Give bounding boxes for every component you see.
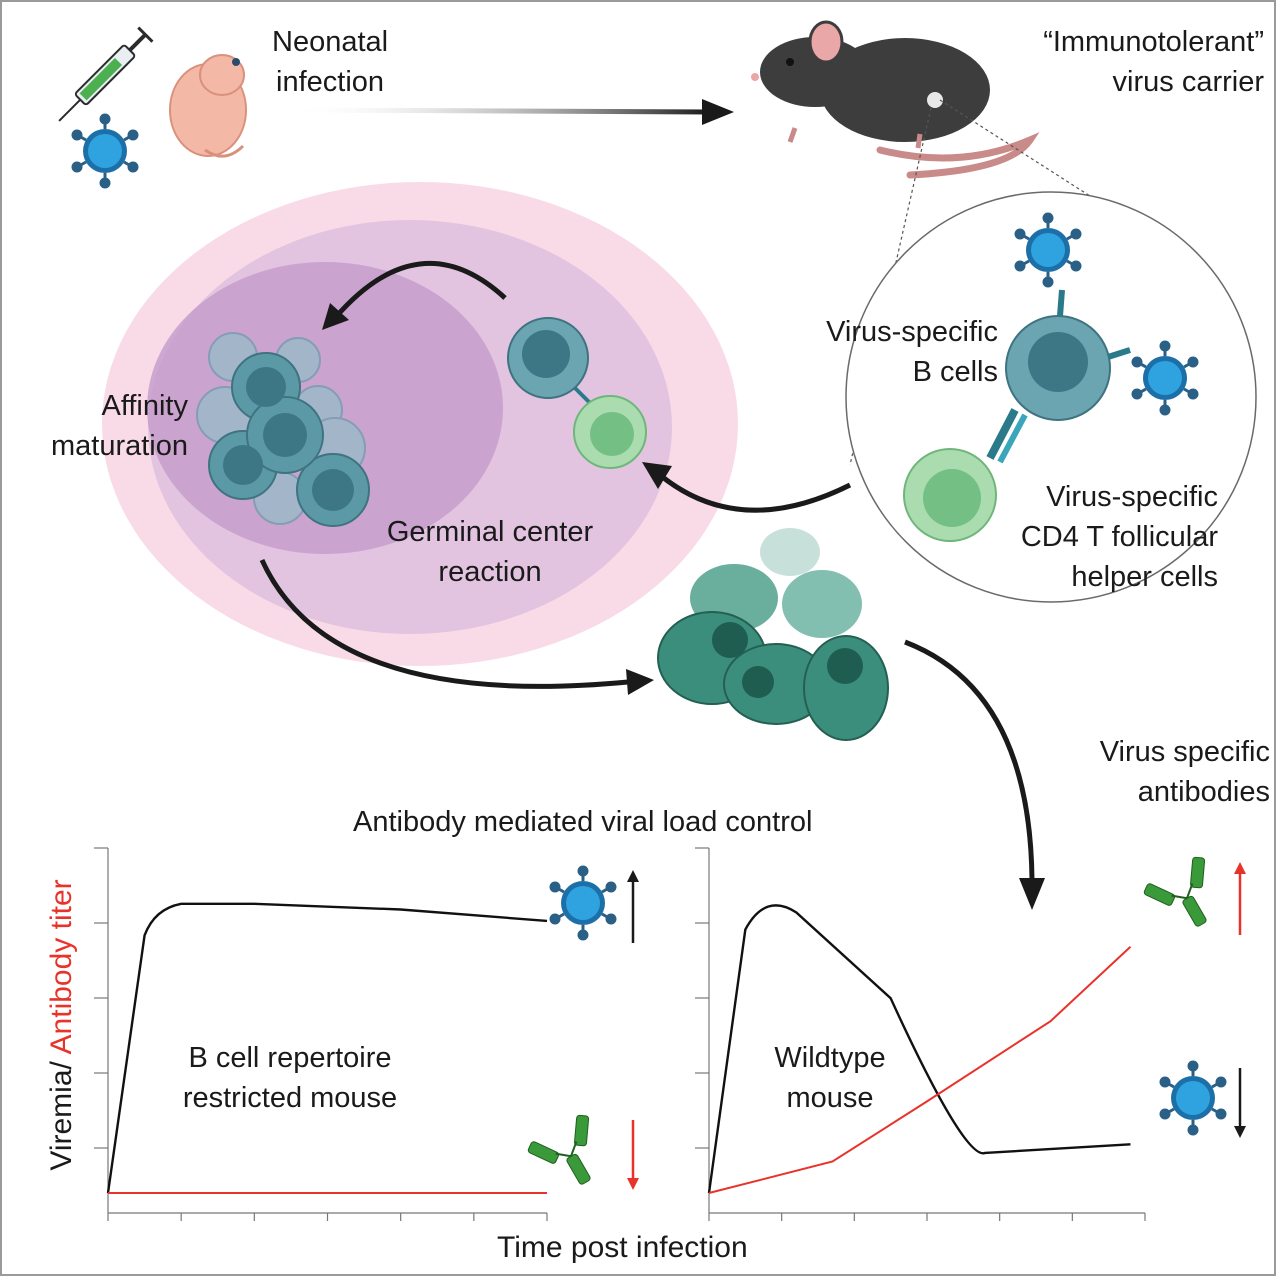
x-axis-label: Time post infection [497,1231,748,1264]
virus-specific-b-cells-label: Virus-specific B cells [826,316,998,388]
zoom-circle [845,191,1257,603]
right-panel-label: Wildtype mouse [774,1042,886,1114]
virus-icon [549,865,617,941]
b-cell-cluster [196,332,370,527]
newborn-mouse-icon [169,54,247,158]
left-panel-label: B cell repertoire restricted mouse [182,1042,398,1114]
viremia-line [707,904,1131,1194]
tfh-to-gc-arrow [642,462,852,513]
tfh-cells-label: Virus-specific CD4 T follicular helper c… [1020,481,1218,593]
antibody-icon [522,1109,618,1202]
virus-icon [1159,1060,1227,1136]
plasma-cell-cluster [657,528,889,741]
affinity-maturation-label: Affinity maturation [50,390,188,462]
gc-to-plasma-arrow [259,558,654,695]
mouse-icon [751,20,1040,179]
neonatal-infection-label: Neonatal infection [272,26,389,98]
chart-wildtype-mouse [695,847,1146,1221]
chart-restricted-mouse [94,847,548,1221]
y-axis-label: Viremia/ Antibody titer [45,879,78,1171]
b-t-cell-pair [507,317,647,469]
immunotolerant-carrier-label: “Immunotolerant” virus carrier [1043,26,1264,98]
viral-load-control-title: Antibody mediated viral load control [353,806,813,838]
plasma-to-antibody-arrow [904,639,1045,910]
infection-arrow [289,99,734,125]
zoom-line-left [849,107,932,466]
antibody-icon [1138,851,1234,944]
germinal-center-label: Germinal center reaction [386,516,594,588]
syringe-icon [58,26,154,122]
virus-specific-antibodies-label: Virus specific antibodies [1099,736,1270,808]
antibody-titer-line [708,945,1132,1194]
viremia-line [106,902,548,1194]
gc-recycling-arrow [322,261,507,330]
virus-icon [71,113,139,189]
